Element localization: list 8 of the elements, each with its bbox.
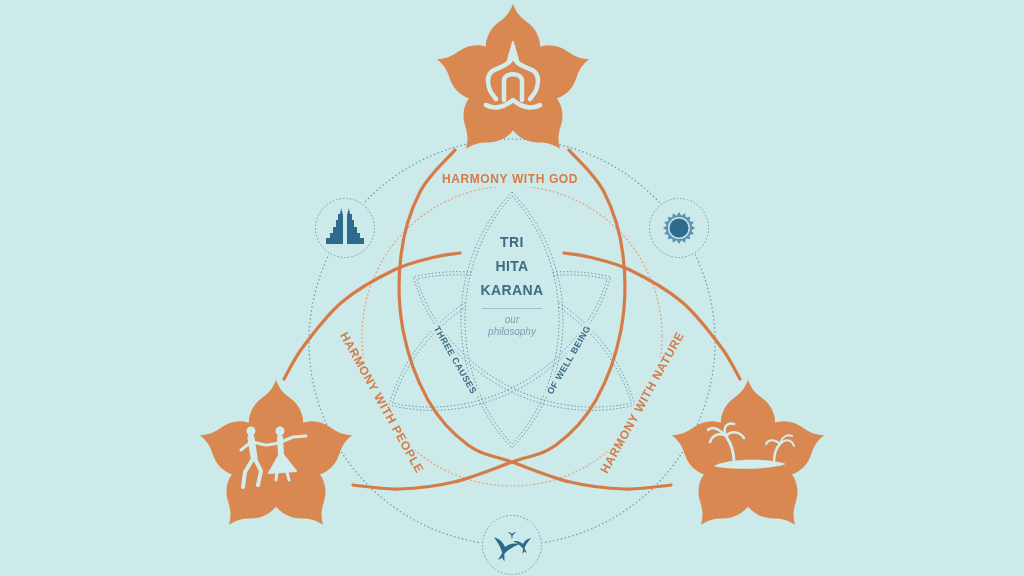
- curved-connector: [562, 251, 742, 381]
- title-text: TRI HITA KARANA: [480, 233, 544, 300]
- subtitle-text: our philosophy: [488, 314, 536, 338]
- curved-connector: [397, 148, 673, 491]
- flower-illustration: [671, 379, 825, 526]
- flower-illustration: [436, 3, 590, 150]
- curved-connector: [282, 251, 462, 381]
- curved-connector: [351, 148, 627, 491]
